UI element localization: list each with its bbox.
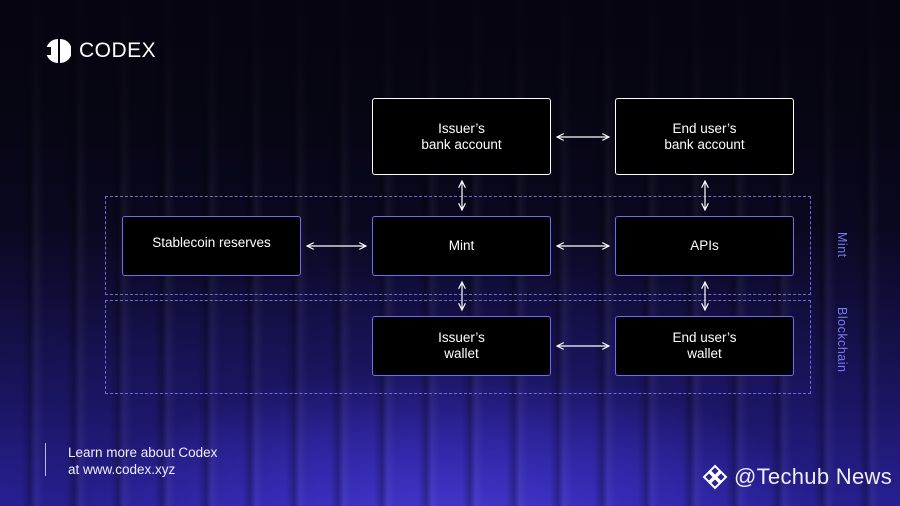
brand-logo: CODEX	[45, 38, 156, 64]
footer-divider	[45, 443, 46, 476]
end-user-wallet-node: End user’s wallet	[615, 316, 794, 376]
end-user-bank-account-node: End user’s bank account	[615, 98, 794, 175]
watermark: @Techub News	[702, 464, 892, 490]
codex-logo-icon	[46, 39, 71, 63]
footer-line-1: Learn more about Codex	[68, 445, 218, 460]
apis-node: APIs	[615, 216, 794, 276]
mint-zone	[105, 196, 811, 295]
issuer-wallet-node: Issuer’s wallet	[372, 316, 551, 376]
issuer-bank-account-node: Issuer’s bank account	[372, 98, 551, 175]
stablecoin-reserves-node: Stablecoin reserves	[122, 216, 301, 276]
footer-cta: Learn more about Codex at www.codex.xyz	[68, 444, 217, 478]
blockchain-zone	[105, 300, 811, 394]
mint-node: Mint	[372, 216, 551, 276]
watermark-text: @Techub News	[734, 464, 892, 489]
brand-name: CODEX	[79, 39, 157, 62]
footer-link[interactable]: at www.codex.xyz	[68, 462, 176, 477]
binance-diamond-icon	[702, 464, 728, 490]
